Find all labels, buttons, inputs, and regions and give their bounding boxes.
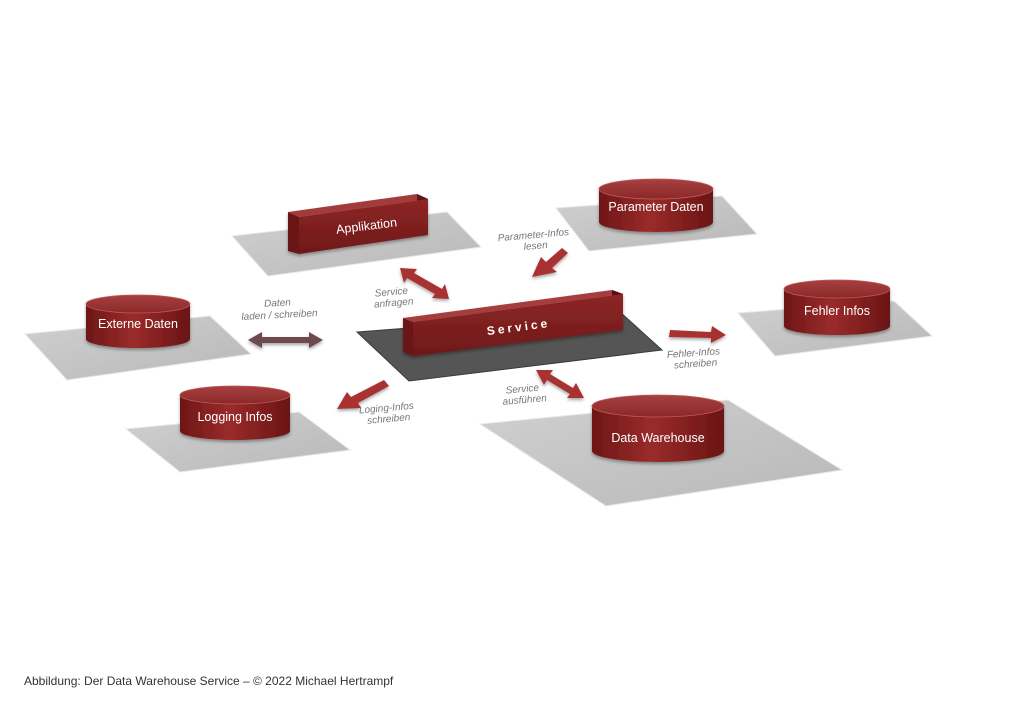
edge-label-fehler-infos: Fehler-Infos schreiben [667,346,724,372]
data-warehouse-label: Data Warehouse [611,431,704,445]
applikation-box[interactable]: Applikation [288,194,428,254]
edge-label-logging-infos: Loging-Infos schreiben [358,401,418,428]
figure-caption: Abbildung: Der Data Warehouse Service – … [24,674,394,688]
fehler-infos-cylinder[interactable]: Fehler Infos [783,279,891,335]
parameter-daten-label: Parameter Daten [608,200,703,214]
edge-label-daten: Daten laden / schreiben [241,296,319,323]
arrow-service-anfragen [400,268,449,299]
logging-infos-label: Logging Infos [197,410,272,424]
parameter-daten-cylinder[interactable]: Parameter Daten [598,178,714,232]
edge-label-service-anfragen: Service anfragen [373,285,415,310]
externe-daten-cylinder[interactable]: Externe Daten [85,294,191,348]
arrow-fehler-infos [669,326,726,343]
service-box[interactable]: Service [403,290,623,356]
arrow-daten-laden-schreiben [248,332,323,348]
logging-infos-cylinder[interactable]: Logging Infos [179,385,291,440]
fehler-infos-label: Fehler Infos [804,304,870,318]
arrow-logging-infos [337,380,389,409]
arrow-parameter-infos [532,248,568,277]
arrow-service-ausfuehren [536,370,584,398]
data-warehouse-cylinder[interactable]: Data Warehouse [591,394,725,462]
externe-daten-label: Externe Daten [98,317,178,331]
edge-label-service-ausfuehren: Service ausführen [501,382,548,408]
